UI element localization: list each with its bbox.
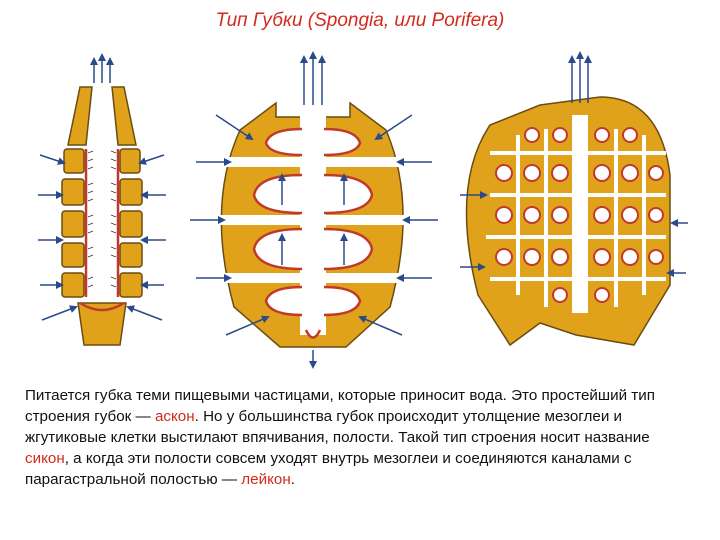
ascon-wall [61,86,143,346]
sycon-channels [210,157,416,283]
sycon-water-arrows [190,51,438,369]
leucon-body [465,96,671,347]
term-sycon: сикон [25,450,65,467]
description-part-4: . [290,471,295,488]
sycon-diagram [190,51,438,369]
leucon-channels [486,129,666,307]
slide-title: Тип Губки (Spongia, или Porifera) [215,10,505,31]
term-leucon: лейкон [241,471,291,488]
leucon-water-arrows [460,51,688,277]
ascon-water-arrows [38,53,166,321]
leucon-chambers [495,127,664,303]
description-part-1: Питается губка теми пищевыми частицами, … [25,387,655,425]
leucon-diagram [460,51,688,347]
term-ascon: аскон [154,408,195,425]
description-text: Питается губка теми пищевыми частицами, … [25,385,695,490]
sponge-types-diagram [38,51,688,369]
ascon-lining [79,149,125,312]
sycon-central-cavity [300,113,326,335]
ascon-cilia [87,150,117,288]
description-part-2: . Но у большинства губок происходит утол… [25,408,650,446]
ascon-diagram [38,53,166,346]
leucon-central-cavity [572,115,588,313]
description-part-3: , а когда эти полости совсем уходят внут… [25,450,632,488]
